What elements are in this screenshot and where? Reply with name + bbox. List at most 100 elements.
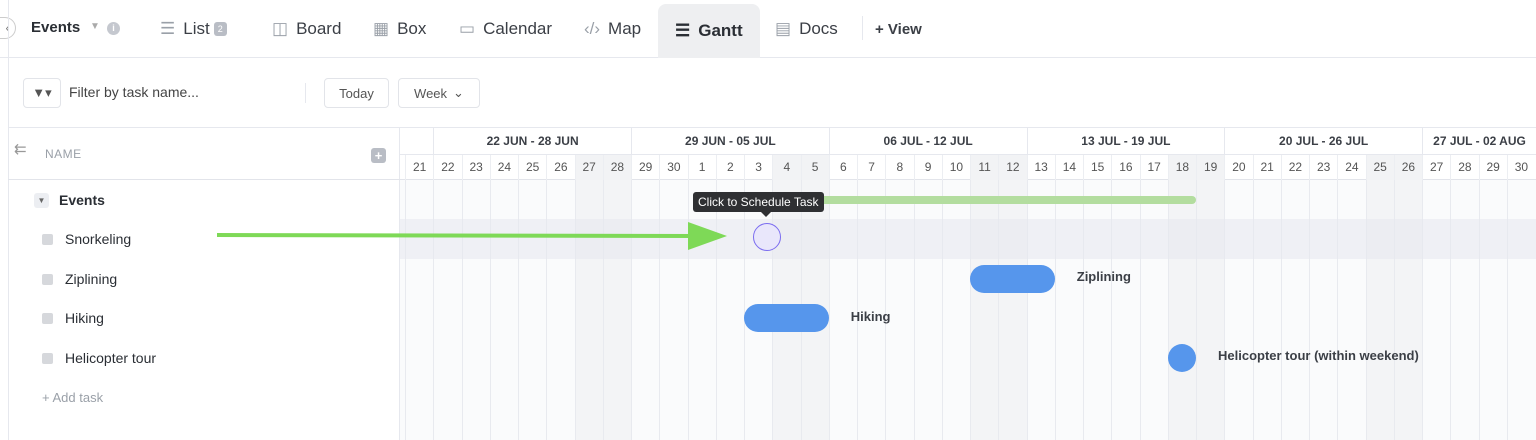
name-column-header: NAME [45, 147, 82, 161]
day-column[interactable] [1252, 180, 1281, 440]
day-label: 5 [800, 155, 829, 180]
tab-box[interactable]: ▦Box [373, 0, 426, 58]
day-label: 30 [659, 155, 687, 180]
day-column[interactable] [405, 180, 433, 440]
day-column[interactable] [715, 180, 744, 440]
day-column[interactable] [1083, 180, 1111, 440]
tab-gantt[interactable]: ☰ Gantt [658, 4, 760, 58]
day-column[interactable] [744, 180, 772, 440]
day-column[interactable] [1422, 180, 1450, 440]
day-column[interactable] [1337, 180, 1365, 440]
day-label: 7 [857, 155, 885, 180]
day-column[interactable] [1280, 180, 1309, 440]
day-label: 10 [941, 155, 970, 180]
day-label: 26 [546, 155, 574, 180]
day-column[interactable] [1224, 180, 1252, 440]
add-task-button[interactable]: + Add task [42, 389, 104, 405]
day-label: 19 [1196, 155, 1225, 180]
list-item[interactable]: Snorkeling [8, 219, 400, 259]
gantt-bar-ziplining[interactable] [970, 265, 1055, 293]
tab-label: Board [296, 19, 342, 38]
tab-docs[interactable]: ▤Docs [775, 0, 838, 58]
chevron-down-icon[interactable]: ▼ [90, 21, 100, 32]
filter-button[interactable]: ▼▾ [23, 78, 61, 108]
status-checkbox[interactable] [42, 233, 53, 245]
today-button[interactable]: Today [324, 78, 389, 108]
day-column[interactable] [1139, 180, 1168, 440]
day-label: 29 [631, 155, 659, 180]
day-column[interactable] [659, 180, 687, 440]
gantt-bar-hiking[interactable] [744, 304, 829, 332]
day-column[interactable] [913, 180, 942, 440]
tab-map[interactable]: ‹/›Map [584, 0, 641, 58]
list-item[interactable]: Hiking [8, 298, 400, 338]
collapse-group-icon[interactable]: ▼ [34, 192, 49, 208]
week-label: 27 JUL - 02 AUG [1422, 128, 1536, 155]
filter-input[interactable]: Filter by task name... [69, 84, 199, 100]
docs-icon: ▤ [775, 19, 792, 38]
calendar-icon: ▭ [459, 19, 476, 38]
arrow-head [688, 222, 727, 250]
day-column[interactable] [518, 180, 546, 440]
status-checkbox[interactable] [42, 273, 53, 285]
day-column[interactable] [828, 180, 857, 440]
day-column[interactable] [687, 180, 716, 440]
tab-label: Gantt [698, 21, 743, 40]
group-row-events[interactable]: ▼Events [8, 180, 400, 220]
day-column[interactable] [1111, 180, 1139, 440]
day-column[interactable] [1506, 180, 1535, 440]
status-checkbox[interactable] [42, 352, 53, 364]
tab-calendar[interactable]: ▭Calendar [459, 0, 552, 58]
day-column[interactable] [546, 180, 574, 440]
day-label: 4 [772, 155, 801, 180]
day-column[interactable] [1478, 180, 1507, 440]
list-item[interactable]: Helicopter tour [8, 338, 400, 378]
map-icon: ‹/› [584, 19, 601, 38]
day-label: 25 [518, 155, 546, 180]
list-count-badge[interactable]: 2 [213, 22, 227, 36]
day-column[interactable] [461, 180, 490, 440]
status-checkbox[interactable] [42, 312, 53, 324]
divider [862, 16, 863, 40]
week-dropdown[interactable]: Week⌄ [398, 78, 480, 108]
day-column[interactable] [885, 180, 913, 440]
day-label: 23 [461, 155, 490, 180]
schedule-task-circle[interactable] [753, 223, 781, 251]
week-label: 22 JUN - 28 JUN [433, 128, 631, 155]
gantt-icon: ☰ [675, 21, 691, 40]
info-icon[interactable]: i [107, 22, 120, 35]
toolbar: ▼▾ Filter by task name... Today Week⌄ [8, 58, 1536, 128]
day-column[interactable] [1026, 180, 1055, 440]
add-column-icon[interactable]: + [371, 148, 386, 163]
project-title[interactable]: Events [31, 19, 81, 36]
tab-board[interactable]: ◫ Board [272, 0, 341, 58]
day-column[interactable] [433, 180, 461, 440]
gantt-bar-helicopter-tour[interactable] [1167, 344, 1196, 372]
group-summary-bar[interactable] [744, 196, 1196, 204]
day-column[interactable] [1309, 180, 1337, 440]
day-label: 16 [1111, 155, 1139, 180]
day-label: 17 [1139, 155, 1168, 180]
day-label: 1 [687, 155, 716, 180]
day-label: 13 [1026, 155, 1055, 180]
collapse-list-icon[interactable]: ⇇ [14, 141, 27, 158]
bar-label: Ziplining [1076, 269, 1131, 284]
list-item[interactable]: Ziplining [8, 259, 400, 299]
day-column[interactable] [1054, 180, 1083, 440]
day-column[interactable] [941, 180, 970, 440]
arrow-line [216, 233, 696, 238]
board-icon: ◫ [272, 19, 289, 38]
day-label: 22 [433, 155, 461, 180]
day-column[interactable] [631, 180, 659, 440]
add-view-button[interactable]: + View [875, 20, 922, 38]
day-column[interactable] [857, 180, 885, 440]
day-column[interactable] [489, 180, 518, 440]
day-column[interactable] [1450, 180, 1478, 440]
day-label: 28 [1450, 155, 1478, 180]
week-label: 13 JUL - 19 JUL [1026, 128, 1225, 155]
week-label: 20 JUL - 26 JUL [1224, 128, 1422, 155]
